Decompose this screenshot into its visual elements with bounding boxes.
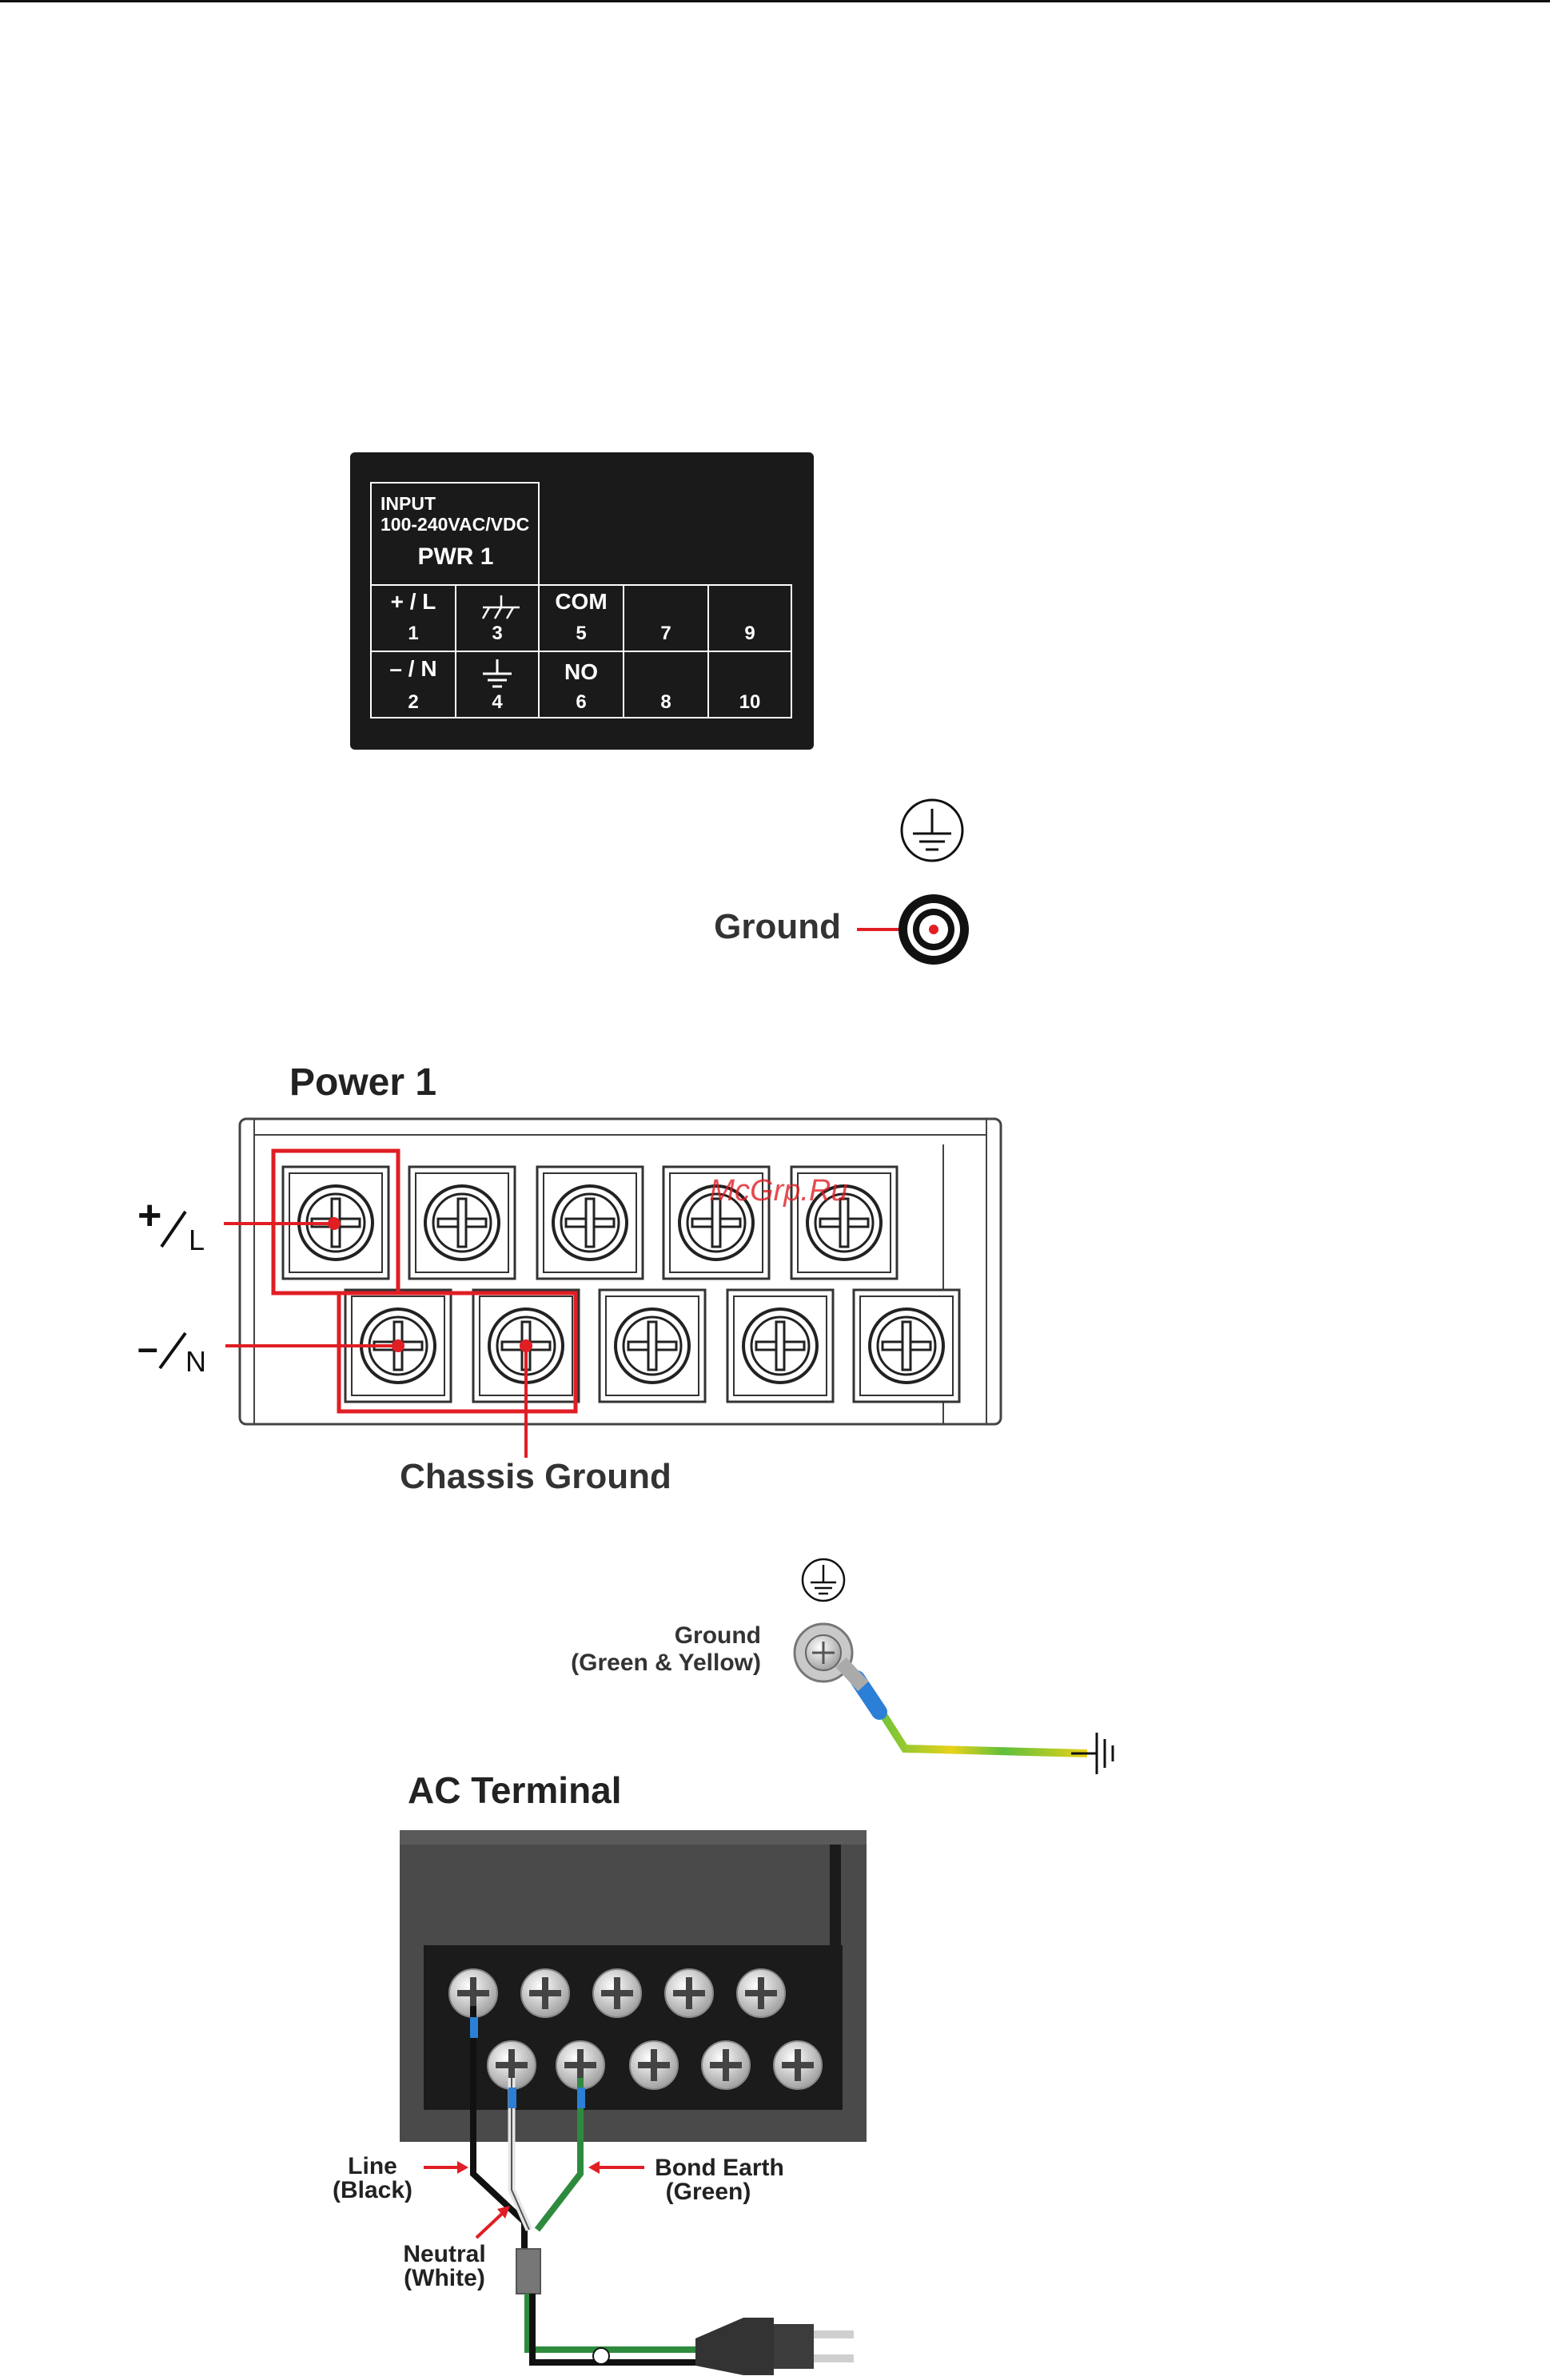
terminal-num-5: 5 [576,623,586,644]
minus-sub: N [185,1345,206,1378]
voltage-label: 100-240VAC/VDC [381,514,529,535]
terminal-num-7: 7 [660,623,671,644]
neutral-label-1: Neutral [403,2241,485,2267]
terminal-screw-icon [854,1290,959,1402]
terminal-screw-icon [409,1167,515,1279]
bond-earth-label-1: Bond Earth [655,2155,784,2181]
pwr-label: PWR 1 [417,543,493,570]
terminal-num-9: 9 [744,623,755,644]
watermark: McGrp.Ru [709,1174,847,1208]
input-label: INPUT [381,493,436,514]
ac-terminal-title: AC Terminal [408,1769,622,1811]
plus-symbol: + [137,1192,161,1239]
terminal-num-8: 8 [660,691,671,713]
line-label-2: (Black) [333,2177,412,2203]
ground-wire-label-2: (Green & Yellow) [571,1650,761,1676]
ac-annotations: Line (Black) Bond Earth (Green) Neutral … [333,2153,784,2291]
protective-earth-icon [902,800,962,861]
chassis-ground-label: Chassis Ground [400,1457,671,1496]
ac-screw-icon [737,1969,785,2017]
ac-screw-icon [665,1969,713,2017]
terminal-name-5: COM [555,589,607,614]
ac-screw-icon [521,1969,569,2017]
terminal-screw-icon [537,1167,643,1279]
ac-screw-icon [593,1969,641,2017]
ac-screw-icon [774,2041,822,2089]
plus-sub: L [189,1224,205,1256]
terminal-num-4: 4 [492,691,503,713]
ac-screw-icon [702,2041,750,2089]
ground-wire-label-1: Ground [675,1622,761,1649]
terminal-num-3: 3 [492,623,502,644]
terminal-num-10: 10 [739,691,761,713]
terminal-screw-icon [727,1290,833,1402]
terminal-num-6: 6 [576,691,586,713]
terminal-name-6: NO [564,659,598,684]
ground-screw-icon [899,894,969,965]
neutral-label-2: (White) [404,2265,485,2291]
protective-earth-small-icon [803,1559,844,1601]
ground-label: Ground [714,907,841,946]
power-title: Power 1 [289,1061,436,1104]
bond-earth-label-2: (Green) [666,2179,751,2205]
line-label-1: Line [348,2153,397,2179]
terminal-name-1: + / L [391,589,436,614]
terminal-label-panel: INPUT 100-240VAC/VDC PWR 1 + / L 1 3 COM… [350,452,814,750]
chassis-earth-icon [1071,1733,1113,1774]
minus-symbol: – [137,1327,158,1368]
terminal-num-1: 1 [408,623,418,644]
ac-screw-icon [630,2041,678,2089]
terminal-screw-icon [600,1290,705,1402]
terminal-num-2: 2 [408,691,418,713]
ground-lug-wire [795,1624,1087,1753]
terminal-name-2: – / N [389,656,436,681]
